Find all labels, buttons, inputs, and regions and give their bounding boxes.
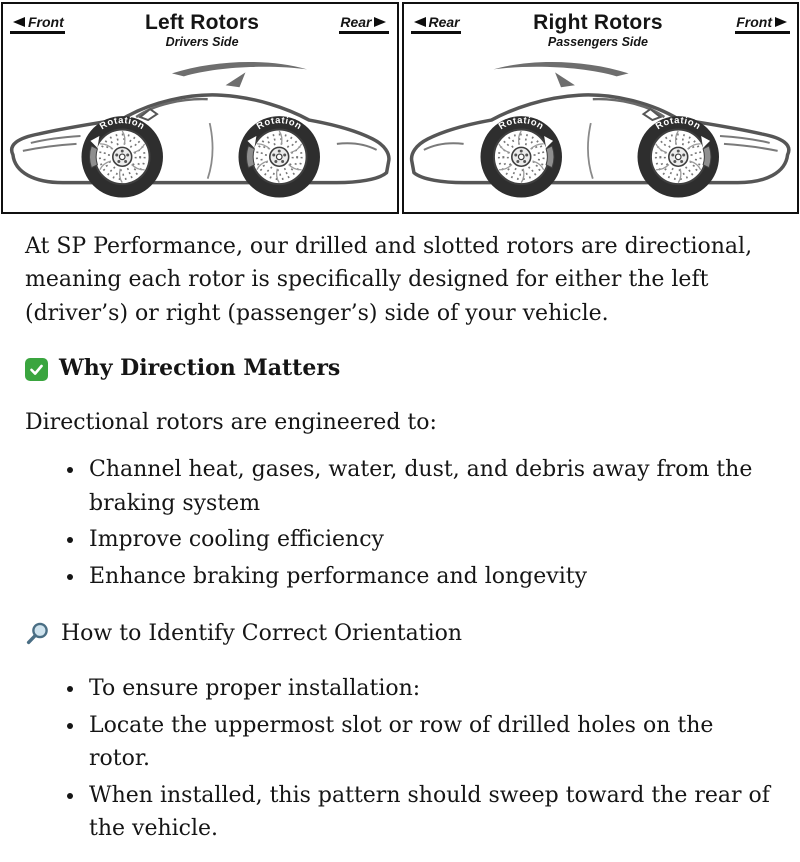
rotation-arrow-icon bbox=[700, 135, 710, 148]
green-check-icon bbox=[25, 357, 48, 381]
arrow-right-icon bbox=[775, 17, 787, 27]
rotation-arrow-icon bbox=[543, 135, 553, 148]
article-body: At SP Performance, our drilled and slott… bbox=[0, 214, 800, 862]
panel-title: Right Rotors bbox=[533, 11, 663, 34]
orientation-bullet-list: To ensure proper installation: Locate th… bbox=[25, 672, 775, 845]
front-label: Front bbox=[28, 14, 64, 30]
svg-text:Rotation: Rotation bbox=[653, 115, 702, 132]
why-direction-bullet-list: Channel heat, gases, water, dust, and de… bbox=[25, 453, 775, 593]
rotation-arrow-icon bbox=[90, 135, 100, 148]
rotation-label-front-left: Rotation bbox=[98, 115, 146, 132]
left-panel-header: Front Left Rotors Drivers Side Rear bbox=[3, 4, 397, 49]
section-lead: Directional rotors are engineered to: bbox=[25, 409, 437, 435]
right-rotors-panel: Rear Right Rotors Passengers Side Front … bbox=[401, 2, 799, 214]
right-panel-title-block: Right Rotors Passengers Side bbox=[533, 11, 663, 50]
section-heading-identify-orientation: How to Identify Correct Orientation bbox=[25, 617, 775, 650]
rear-label: Rear bbox=[428, 14, 460, 30]
bullet-item: Enhance braking performance and longevit… bbox=[86, 560, 775, 593]
bullet-item: Channel heat, gases, water, dust, and de… bbox=[86, 453, 775, 520]
arrow-left-icon bbox=[413, 17, 426, 27]
panel-title: Left Rotors bbox=[144, 11, 260, 34]
bullet-item: To ensure proper installation: bbox=[86, 672, 775, 705]
front-direction-indicator: Front bbox=[10, 14, 65, 34]
panel-subtitle: Passengers Side bbox=[547, 35, 648, 50]
section-heading-why-direction-matters: Why Direction Matters bbox=[25, 352, 775, 385]
front-label: Front bbox=[736, 14, 772, 30]
rotation-label-rear-right: Rotation bbox=[496, 115, 544, 132]
right-car-illustration: Rotation Rotation bbox=[404, 49, 798, 207]
panel-subtitle: Drivers Side bbox=[165, 35, 239, 50]
magnifier-icon bbox=[25, 621, 50, 646]
intro-paragraph: At SP Performance, our drilled and slott… bbox=[25, 234, 753, 326]
rotation-label-rear-left: Rotation bbox=[255, 115, 303, 132]
section-heading-text: Why Direction Matters bbox=[59, 355, 341, 382]
section-heading-text: How to Identify Correct Orientation bbox=[61, 620, 463, 646]
rotation-label-front-right: Rotation bbox=[653, 115, 701, 132]
arrow-left-icon bbox=[13, 17, 25, 27]
left-car-illustration: Rotation Rotation bbox=[3, 49, 397, 207]
rotation-arrow-icon bbox=[247, 135, 257, 148]
svg-text:Rotation: Rotation bbox=[255, 115, 304, 132]
svg-text:Rotation: Rotation bbox=[496, 115, 545, 132]
left-rotors-panel: Front Left Rotors Drivers Side Rear bbox=[1, 2, 399, 214]
rear-label: Rear bbox=[340, 14, 372, 30]
front-direction-indicator: Front bbox=[735, 14, 790, 34]
rear-direction-indicator: Rear bbox=[410, 14, 461, 34]
arrow-right-icon bbox=[374, 17, 387, 27]
svg-text:Rotation: Rotation bbox=[98, 115, 147, 132]
bullet-item: Locate the uppermost slot or row of dril… bbox=[86, 709, 775, 776]
rear-direction-indicator: Rear bbox=[339, 14, 390, 34]
bullet-item: When installed, this pattern should swee… bbox=[86, 779, 775, 846]
right-panel-header: Rear Right Rotors Passengers Side Front bbox=[404, 4, 798, 49]
rotor-direction-diagram: Front Left Rotors Drivers Side Rear bbox=[0, 0, 800, 214]
bullet-item: Improve cooling efficiency bbox=[86, 523, 775, 556]
left-panel-title-block: Left Rotors Drivers Side bbox=[144, 11, 260, 50]
